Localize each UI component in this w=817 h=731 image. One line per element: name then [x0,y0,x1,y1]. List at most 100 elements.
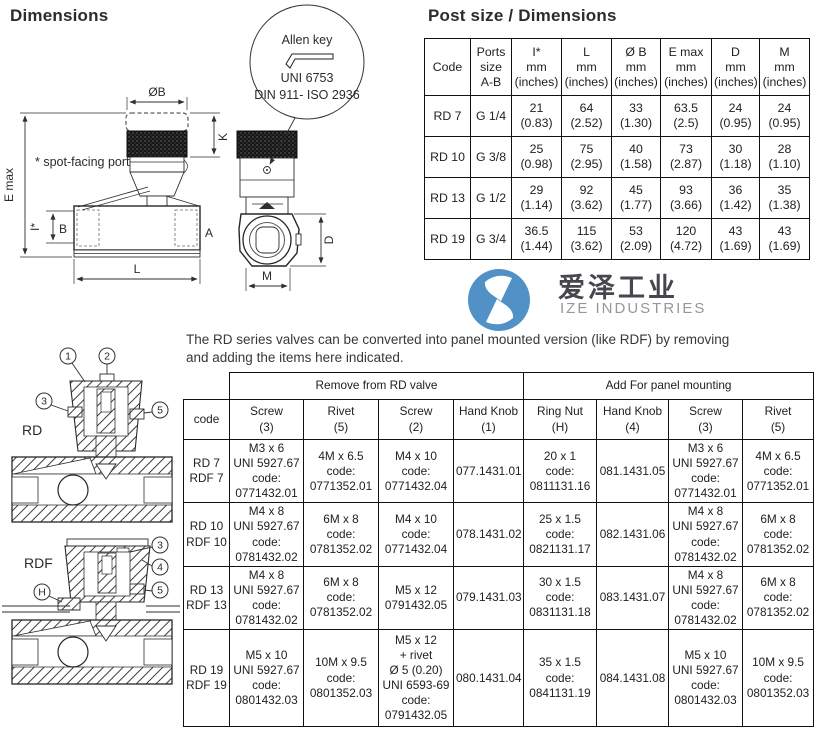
cell: 6M x 8 code: 0781352.02 [741,565,815,631]
callout-5 [151,401,169,419]
callout-3 [35,392,53,410]
cell: 077.1431.01 [453,438,524,504]
col-header: Screw (3) [668,399,743,440]
cell: RD 19 RDF 19 [183,629,230,728]
cell: 93 (3.66) [660,177,712,219]
allen-key-label: Allen key [282,33,333,47]
cell: M5 x 10 UNI 5927.67 code: 0801432.03 [668,629,743,728]
screw-3 [67,406,83,418]
allen-key-standard-1: UNI 6753 [281,71,334,85]
cell: 29 (1.14) [511,177,562,219]
cell: 63.5 (2.5) [660,95,712,137]
ball [57,474,89,506]
logo-chinese-text: 爱泽工业 [558,273,678,304]
callout-3-rdf [151,536,169,554]
allen-key-standard-2: DIN 911- ISO 2936 [254,88,359,102]
col-header: Screw (2) [378,399,454,440]
cell: 4M x 6.5 code: 0771352.01 [303,438,379,504]
svg-text:3: 3 [157,540,163,552]
table-row: RD 7 RDF 7 M3 x 6 UNI 5927.67 code: 0771… [183,438,815,504]
rdf-section: 3 4 5 H RDF [2,536,180,685]
header-row: Code Ports size A-B I* mm (inches) L mm … [424,38,810,96]
cell: M4 x 10 code: 0771432.04 [378,502,454,567]
col-header: Hand Knob (1) [453,399,524,440]
svg-text:1: 1 [65,351,71,363]
cell: 28 (1.10) [759,136,810,178]
group-header-row: Remove from RD valve Add For panel mount… [183,372,815,400]
post-size-table: Code Ports size A-B I* mm (inches) L mm … [424,38,810,260]
cell: RD 7 RDF 7 [183,438,230,504]
cell: 120 (4.72) [660,218,712,260]
valve-dimension-drawing: ØB K E max I* B A L * spot-facing port [2,4,365,291]
cell: 64 (2.52) [561,95,612,137]
svg-text:2: 2 [104,351,110,363]
cell: 084.1431.08 [596,629,669,728]
col-header: Ring Nut (H) [523,399,597,440]
table-row: RD 13 G 1/2 29 (1.14) 92 (3.62) 45 (1.77… [424,177,810,219]
port-b-thread [76,209,100,247]
cell: M4 x 8 UNI 5927.67 code: 0781432.02 [229,502,304,567]
cell: 92 (3.62) [561,177,612,219]
cell: 33 (1.30) [611,95,661,137]
cell: 35 x 1.5 code: 0841131.19 [523,629,597,728]
cell: 40 (1.58) [611,136,661,178]
cell: 36 (1.42) [711,177,760,219]
port-a-thread [174,209,198,247]
cell: 10M x 9.5 code: 0801352.03 [303,629,379,728]
empty-corner [183,372,230,400]
col-header: I* mm (inches) [511,38,562,96]
svg-text:H: H [38,587,46,599]
svg-text:3: 3 [41,396,47,408]
port-label-b: B [59,222,67,236]
ring-nut-h [57,597,81,611]
table-row: RD 19 RDF 19 M5 x 10 UNI 5927.67 code: 0… [183,629,815,728]
post-size-title: Post size / Dimensions [428,6,617,25]
ball-rdf [57,636,89,668]
callout-1 [59,347,77,365]
cell: M4 x 10 code: 0771432.04 [378,438,454,504]
col-header: Rivet (5) [741,399,815,440]
cell: 43 (1.69) [759,218,810,260]
dim-label-l: L [134,262,141,276]
cell: 4M x 6.5 code: 0771352.01 [741,438,815,504]
callout-4-rdf [151,558,169,576]
page-title: Dimensions [10,6,109,25]
cell: 73 (2.87) [660,136,712,178]
col-header: L mm (inches) [561,38,612,96]
cell: 24 (0.95) [711,95,760,137]
cell: 081.1431.05 [596,438,669,504]
ize-logo [468,269,530,331]
logo-english-text: IZE INDUSTRIES [560,300,707,317]
col-header: Ports size A-B [470,38,512,96]
svg-text:5: 5 [157,405,163,417]
cell: 25 x 1.5 code: 0821131.17 [523,502,597,567]
knurled-knob [126,130,188,158]
rd-rdf-section-drawing: 1 2 3 5 RD [2,347,180,685]
cell: 36.5 (1.44) [511,218,562,260]
cell: 43 (1.69) [711,218,760,260]
col-header: Hand Knob (4) [596,399,669,440]
col-header: Rivet (5) [303,399,379,440]
side-view: D M [236,130,336,291]
dim-label-istar: I* [28,223,42,231]
col-header: D mm (inches) [711,38,760,96]
cell: RD 10 [424,136,471,178]
cell: M3 x 6 UNI 5927.67 code: 0771432.01 [229,438,304,504]
rdf-label: RDF [24,555,53,571]
port-label-a: A [205,226,213,240]
col-header: code [183,399,230,440]
conversion-table: Remove from RD valve Add For panel mount… [183,372,815,728]
cell: 75 (2.95) [561,136,612,178]
cell: 10M x 9.5 code: 0801352.03 [741,629,815,728]
cell: 6M x 8 code: 0781352.02 [303,502,379,567]
cell: G 1/2 [470,177,512,219]
cell: 24 (0.95) [759,95,810,137]
table-row: RD 13 RDF 13 M4 x 8 UNI 5927.67 code: 07… [183,565,815,631]
cell: RD 19 [424,218,471,260]
table-row: RD 7 G 1/4 21 (0.83) 64 (2.52) 33 (1.30)… [424,95,810,137]
cell: 082.1431.06 [596,502,669,567]
allen-key-callout: Allen key UNI 6753 DIN 911- ISO 2936 [249,4,365,165]
cell: 115 (3.62) [561,218,612,260]
cell: 45 (1.77) [611,177,661,219]
